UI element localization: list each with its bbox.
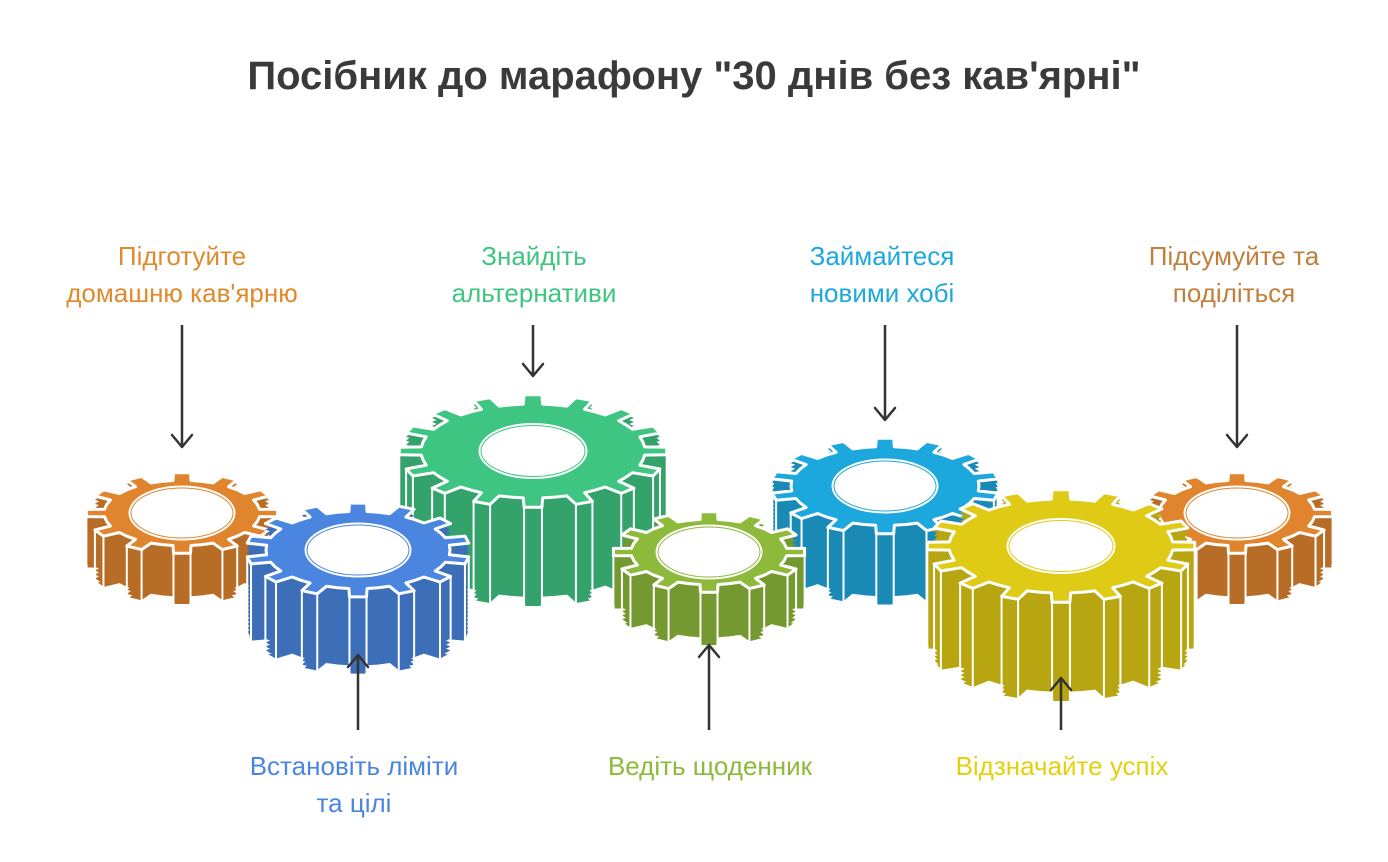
arrow-down-icon [873,325,897,422]
step-label-line: Займайтеся [809,241,955,271]
step-label-new-hobbies: Займайтеся новими хобі [732,238,1032,312]
step-label-line: альтернативи [451,278,617,308]
step-label-line: Підготуйте [117,241,247,271]
step-label-set-limits: Встановіть ліміти та цілі [204,748,504,822]
gear-celebrate-icon [925,488,1197,704]
arrow-down-icon [521,325,545,378]
step-label-line: новими хобі [809,278,955,308]
step-label-line: Підсумуйте та [1148,241,1320,271]
step-label-line: Знайдіть [481,241,587,271]
step-label-line: Відзначайте успіх [955,751,1169,781]
step-label-line: та цілі [316,788,392,818]
step-label-line: домашню кав'ярню [66,278,298,308]
step-label-line: Ведіть щоденник [607,751,813,781]
arrow-up-icon [1049,676,1073,730]
step-label-prepare-home-cafe: Підготуйте домашню кав'ярню [32,238,332,312]
arrow-down-icon [1225,325,1249,449]
gear-limits-icon [245,501,471,677]
step-label-find-alternatives: Знайдіть альтернативи [384,238,684,312]
arrow-down-icon [170,325,194,449]
arrow-up-icon [697,643,721,730]
step-label-line: Встановіть ліміти [249,751,459,781]
step-label-keep-diary: Ведіть щоденник [560,748,860,785]
step-label-line: поділіться [1172,278,1296,308]
gear-prepare-icon [84,471,280,607]
step-label-celebrate-success: Відзначайте успіх [912,748,1212,785]
page-title: Посібник до марафону "30 днів без кав'яр… [247,54,1141,98]
step-label-summarize-share: Підсумуйте та поділіться [1084,238,1384,312]
gear-diary-icon [611,510,807,648]
arrow-up-icon [346,653,370,730]
